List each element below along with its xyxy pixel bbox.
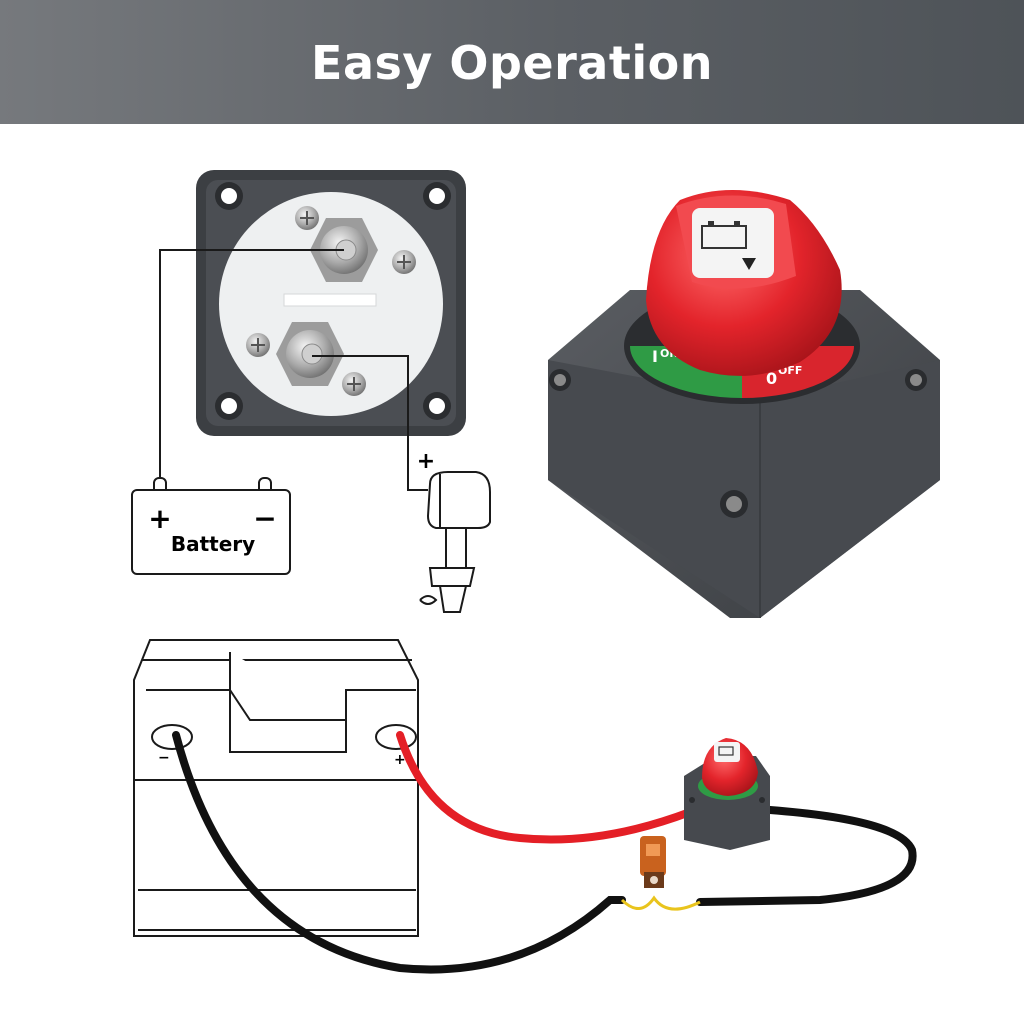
- small-switch-icon: [684, 738, 770, 850]
- dial-on-mark: I: [652, 347, 658, 366]
- black-cable-load: [696, 806, 917, 906]
- outboard-motor-icon: [419, 471, 491, 613]
- screw-icon: [246, 206, 416, 396]
- rotary-switch-icon: ON I OFF 0: [548, 190, 940, 618]
- black-cable-negative: [172, 731, 626, 974]
- red-cable: [396, 731, 694, 844]
- header-banner: Easy Operation: [0, 0, 1024, 124]
- fuse-icon: [640, 836, 666, 888]
- switch-back-view: [196, 170, 466, 436]
- battery-negative-sign: −: [253, 502, 276, 535]
- battery-icon: + − Battery: [131, 477, 291, 575]
- motor-positive-sign: +: [417, 449, 435, 474]
- dial-off-mark: 0: [766, 369, 777, 388]
- car-battery-icon: [133, 639, 419, 937]
- battery-positive-sign: +: [148, 502, 171, 535]
- battery-label: Battery: [171, 532, 255, 556]
- page-title: Easy Operation: [311, 36, 713, 90]
- yellow-wire: [620, 895, 701, 911]
- car-battery-positive-mark: +: [394, 752, 406, 768]
- car-battery-negative-mark: −: [158, 750, 170, 766]
- wiring-lines: [159, 249, 428, 491]
- mounting-hole-icon: [215, 182, 451, 420]
- illustration: + − Battery + ON I OFF 0: [131, 170, 940, 974]
